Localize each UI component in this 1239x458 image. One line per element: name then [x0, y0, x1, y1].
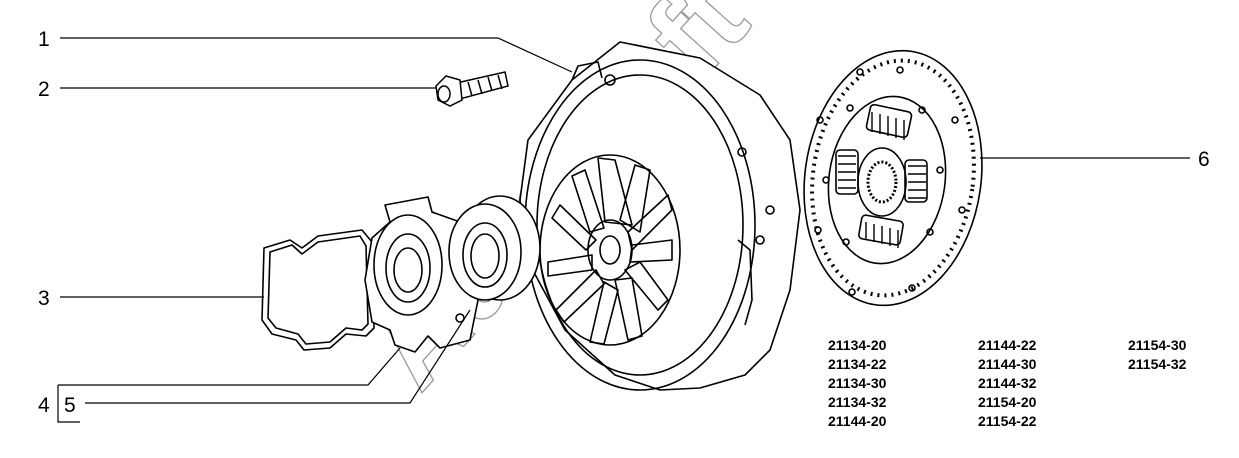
callout-2: 2	[38, 78, 50, 101]
model-code: 21144-30	[978, 356, 1037, 372]
leader-5	[85, 309, 471, 404]
callout-3: 3	[38, 287, 50, 310]
callout-6: 6	[1198, 148, 1210, 171]
clutch-disc	[803, 49, 983, 307]
model-code-empty	[1128, 375, 1239, 392]
spring-clip	[261, 229, 375, 351]
pressure-plate	[519, 41, 801, 391]
model-code: 21134-30	[828, 375, 887, 391]
leader-4	[58, 347, 401, 386]
bearing-ring	[448, 195, 541, 301]
model-code: 21144-22	[978, 337, 1037, 353]
model-code: 21154-32	[1128, 356, 1187, 372]
model-code: 21134-20	[828, 337, 887, 353]
model-code: 21134-22	[828, 356, 887, 372]
model-code-empty	[1128, 413, 1239, 430]
model-code: 21144-20	[828, 413, 887, 429]
release-bearing	[364, 196, 479, 353]
model-code: 21154-20	[978, 394, 1037, 410]
model-code: 21154-22	[978, 413, 1037, 429]
model-code: 21144-32	[978, 375, 1037, 391]
bracket-4-5	[57, 385, 80, 423]
leader-1	[60, 37, 573, 73]
model-code-empty	[1128, 394, 1239, 411]
leader-lines	[57, 37, 1190, 423]
model-code-table: 21134-20 21144-22 21154-30 21134-22 2114…	[828, 337, 1239, 430]
model-code: 21154-30	[1128, 337, 1187, 353]
callout-1: 1	[38, 28, 50, 51]
bolt	[435, 71, 509, 107]
callout-5: 5	[64, 394, 76, 417]
model-code: 21134-32	[828, 394, 887, 410]
callout-4: 4	[38, 394, 50, 417]
